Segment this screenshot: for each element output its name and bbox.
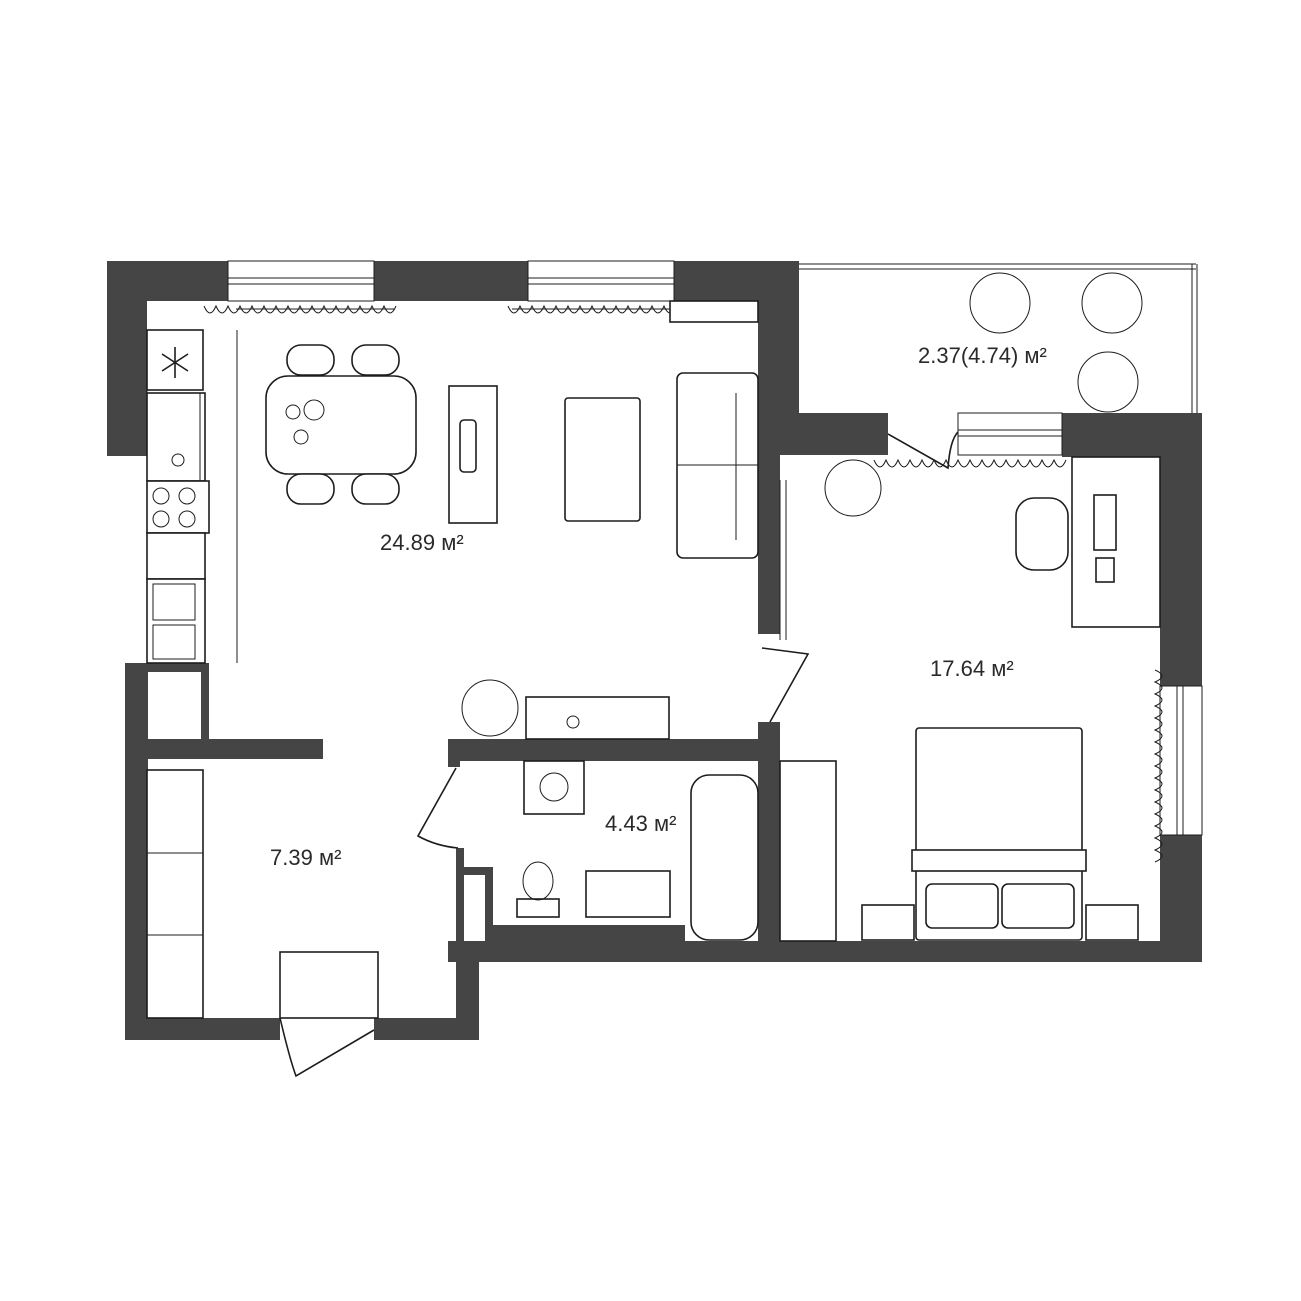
dining-table	[265, 344, 417, 505]
kitchen-unit	[146, 329, 238, 664]
hallway-wardrobe	[146, 769, 204, 1019]
room-area-loggia: 2.37(4.74) м²	[918, 343, 1047, 368]
windows	[227, 260, 1203, 836]
bathroom-fixtures	[516, 760, 759, 941]
curtains	[203, 304, 1163, 863]
walls	[107, 261, 1202, 1040]
area-labels: 24.89 м² 2.37(4.74) м² 17.64 м² 4.43 м² …	[270, 343, 1047, 870]
living-furniture	[448, 300, 759, 740]
bedroom-furniture	[779, 456, 1161, 942]
snowflake-icon	[161, 347, 189, 378]
room-area-bedroom: 17.64 м²	[930, 656, 1014, 681]
room-area-bathroom: 4.43 м²	[605, 811, 676, 836]
plant-icon	[461, 272, 1143, 737]
doors	[279, 431, 959, 1078]
room-area-living-kitchen: 24.89 м²	[380, 530, 464, 555]
room-area-hallway: 7.39 м²	[270, 845, 341, 870]
